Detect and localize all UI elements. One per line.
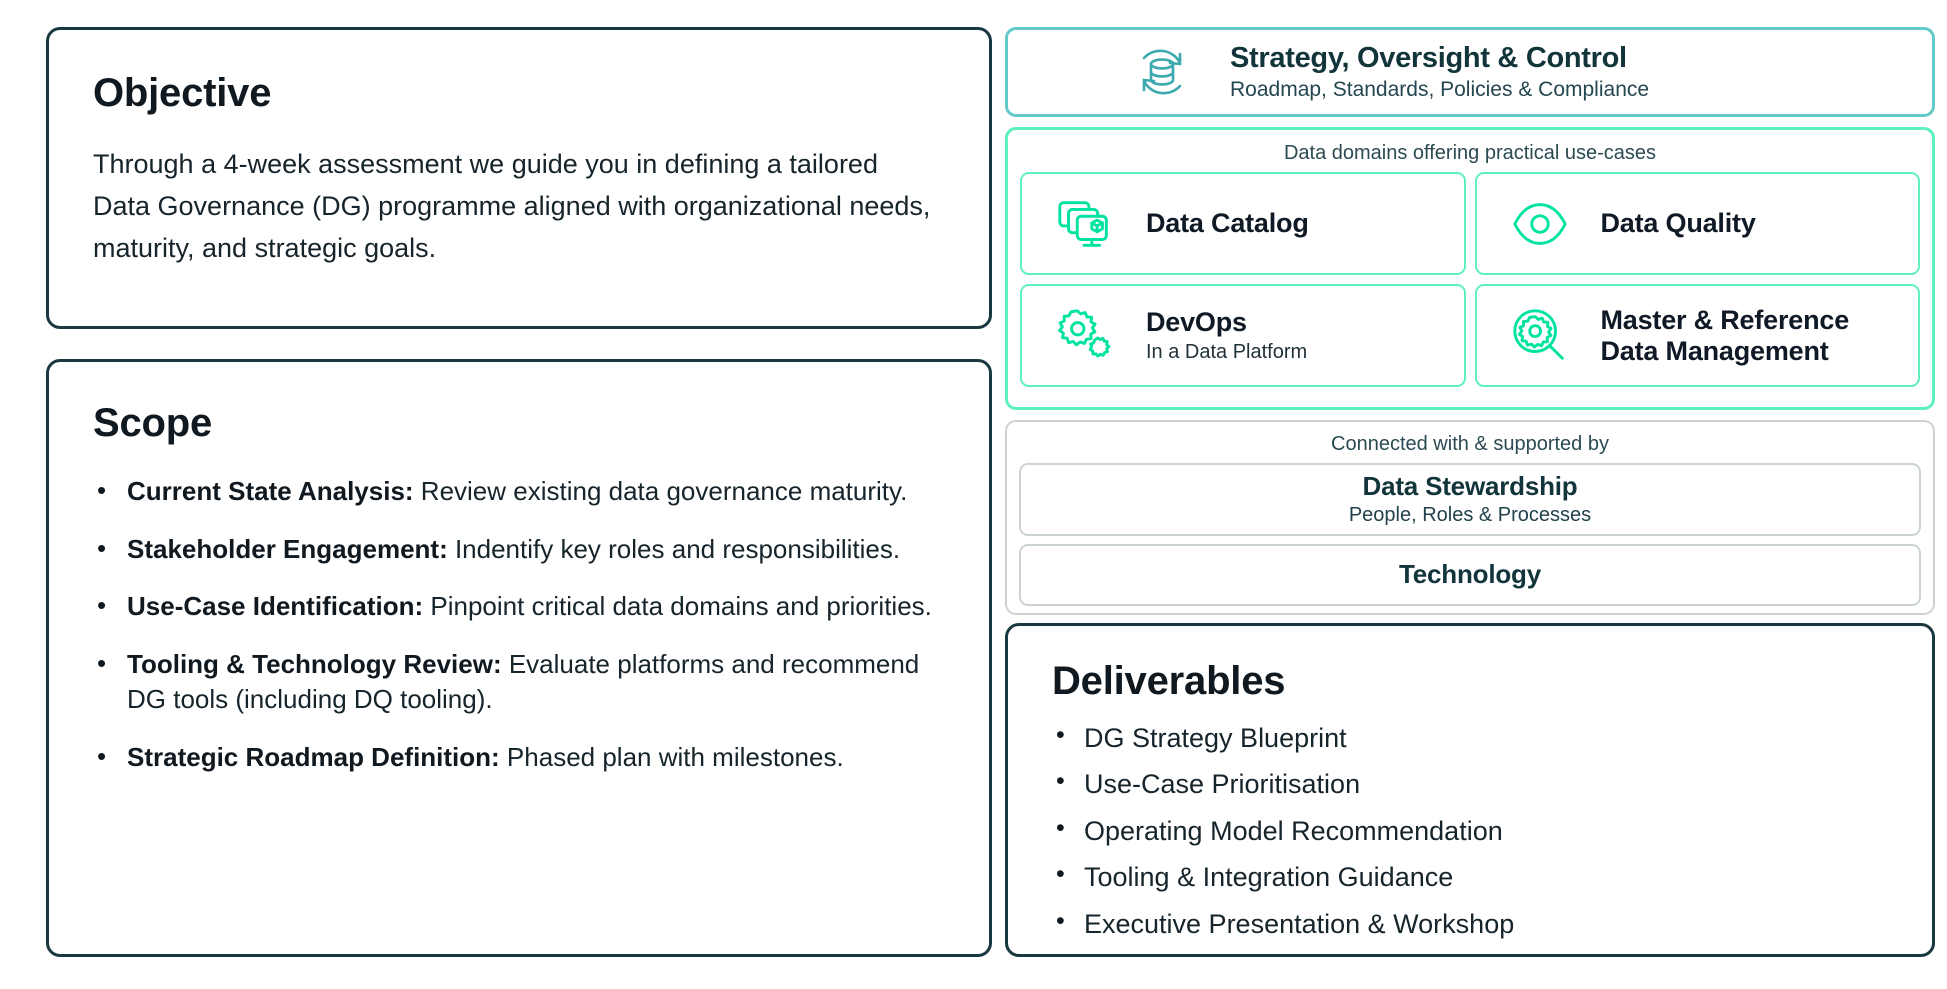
scope-item: Use-Case Identification: Pinpoint critic… (93, 588, 945, 625)
scope-item-lead: Stakeholder Engagement: (127, 533, 448, 564)
scope-item-text: Indentify key roles and responsibilities… (447, 533, 901, 564)
list-item: Tooling & Integration Guidance (1052, 859, 1888, 893)
deliverables-panel: Deliverables DG Strategy Blueprint Use-C… (1005, 623, 1935, 957)
domain-title: Data Quality (1600, 208, 1756, 239)
two-gears-icon (1046, 297, 1124, 375)
scope-item-lead: Use-Case Identification: (127, 591, 424, 622)
stacked-screens-cube-icon (1046, 185, 1124, 263)
gear-magnifier-icon (1501, 297, 1579, 375)
domain-title-line2: Data Management (1600, 335, 1829, 366)
strategy-title: Strategy, Oversight & Control (1230, 41, 1627, 74)
strategy-oversight-banner: Strategy, Oversight & Control Roadmap, S… (1005, 27, 1935, 117)
support-caption: Connected with & supported by (1331, 433, 1609, 455)
support-title: Data Stewardship (1362, 471, 1578, 502)
domain-label-block: Master & Reference Data Management (1601, 305, 1850, 366)
domain-label-block: DevOps In a Data Platform (1146, 307, 1307, 364)
scope-list: Current State Analysis: Review existing … (93, 473, 945, 776)
domain-card-data-catalog[interactable]: Data Catalog (1020, 172, 1466, 275)
list-item: Executive Presentation & Workshop (1052, 906, 1888, 940)
domain-title: DevOps (1146, 307, 1247, 338)
scope-title: Scope (93, 401, 213, 445)
scope-item: Current State Analysis: Review existing … (93, 473, 945, 510)
database-refresh-icon (1114, 40, 1210, 104)
objective-title: Objective (93, 71, 272, 115)
support-subtitle: People, Roles & Processes (1348, 503, 1592, 526)
scope-item-text: Pinpoint critical data domains and prior… (423, 591, 932, 622)
support-card-technology[interactable]: Technology (1019, 544, 1921, 606)
strategy-subtitle: Roadmap, Standards, Policies & Complianc… (1230, 78, 1650, 102)
scope-item-text: Evaluate platforms and recommend DG tool… (127, 648, 920, 715)
objective-panel: Objective Through a 4-week assessment we… (46, 27, 992, 329)
scope-item: Stakeholder Engagement: Indentify key ro… (93, 531, 945, 568)
domain-card-master-reference[interactable]: Master & Reference Data Management (1474, 284, 1920, 387)
domain-card-devops[interactable]: DevOps In a Data Platform (1020, 284, 1466, 387)
domain-label-block: Data Quality (1601, 208, 1756, 239)
deliverables-title: Deliverables (1052, 659, 1286, 703)
scope-panel: Scope Current State Analysis: Review exi… (46, 359, 992, 957)
supported-by-box: Connected with & supported by Data Stewa… (1005, 420, 1935, 615)
support-title: Technology (1399, 559, 1541, 590)
list-item: Use-Case Prioritisation (1052, 766, 1888, 800)
domains-caption: Data domains offering practical use-case… (1283, 142, 1657, 164)
domain-title-line1: Master & Reference (1600, 305, 1850, 335)
domain-subtitle: In a Data Platform (1146, 340, 1308, 363)
eye-icon (1501, 185, 1579, 263)
scope-item: Strategic Roadmap Definition: Phased pla… (93, 739, 945, 776)
domain-label-block: Data Catalog (1146, 208, 1309, 239)
deliverables-list: DG Strategy Blueprint Use-Case Prioritis… (1052, 720, 1888, 940)
data-domains-box: Data domains offering practical use-case… (1005, 127, 1935, 410)
domain-card-data-quality[interactable]: Data Quality (1474, 172, 1920, 275)
domains-grid: Data Catalog Data Quality (1020, 172, 1920, 387)
objective-body: Through a 4-week assessment we guide you… (93, 149, 931, 263)
list-item: Operating Model Recommendation (1052, 813, 1888, 847)
scope-item: Tooling & Technology Review: Evaluate pl… (93, 646, 945, 718)
strategy-text-block: Strategy, Oversight & Control Roadmap, S… (1230, 42, 1649, 103)
left-column: Objective Through a 4-week assessment we… (46, 27, 992, 957)
right-column: Strategy, Oversight & Control Roadmap, S… (1005, 27, 1935, 615)
list-item: DG Strategy Blueprint (1052, 720, 1888, 754)
scope-item-lead: Strategic Roadmap Definition: (127, 742, 500, 773)
scope-item-lead: Tooling & Technology Review: (127, 648, 502, 679)
support-card-data-stewardship[interactable]: Data Stewardship People, Roles & Process… (1019, 463, 1921, 536)
domain-title: Data Catalog (1146, 208, 1309, 239)
scope-item-text: Review existing data governance maturity… (413, 476, 908, 506)
scope-item-text: Phased plan with milestones. (499, 742, 844, 773)
scope-item-lead: Current State Analysis: (127, 476, 414, 506)
